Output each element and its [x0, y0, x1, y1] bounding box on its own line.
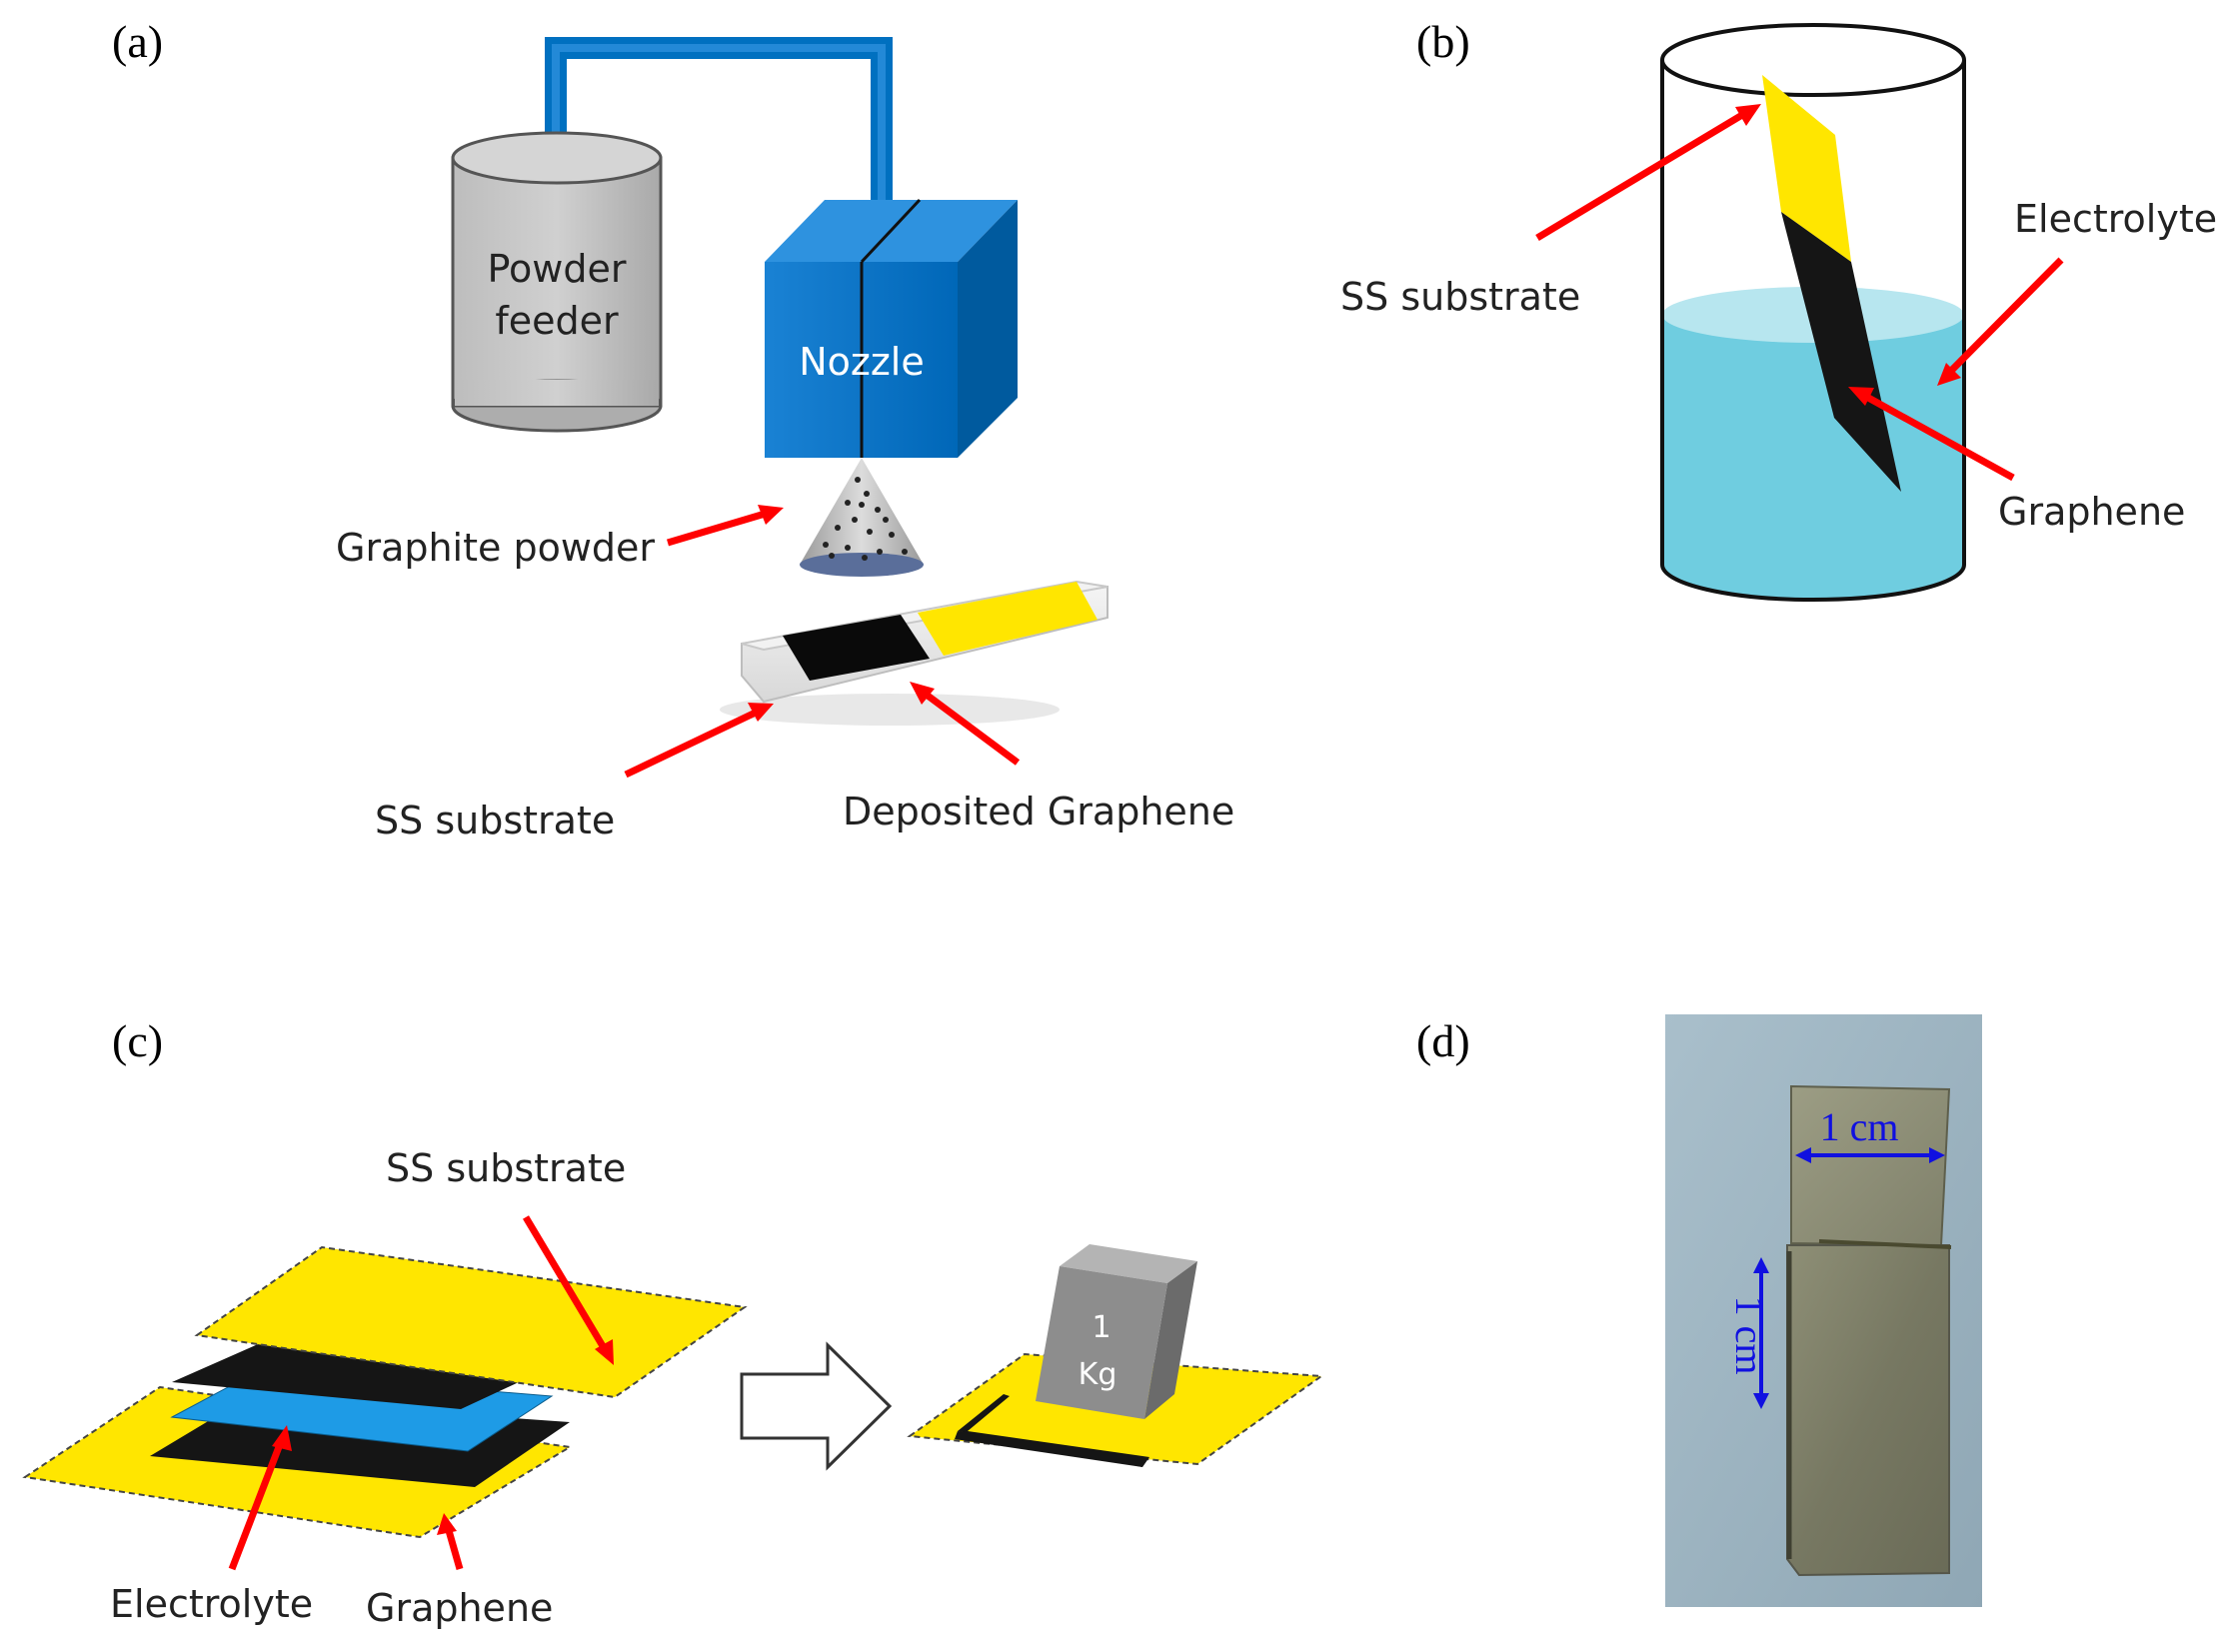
lower-plate	[1786, 1244, 1950, 1577]
panel-d: (d) 1 cm 1 cm	[1416, 1014, 1982, 1607]
electrode-strip	[1762, 75, 1901, 492]
nozzle-label: Nozzle	[799, 340, 925, 384]
weight-block: 1 Kg	[1036, 1244, 1197, 1419]
graphite-spray-cone	[800, 458, 924, 577]
panel-c-label: (c)	[112, 1015, 163, 1066]
nozzle: Nozzle	[765, 198, 1018, 458]
weight-label-1: 1	[1092, 1310, 1110, 1345]
height-dimension: 1 cm	[1727, 1257, 1772, 1409]
panel-a-label: (a)	[112, 16, 163, 67]
deposited-graphene-label: Deposited Graphene	[843, 790, 1234, 833]
electrolyte-arrow-c	[228, 1437, 286, 1571]
panel-b-label: (b)	[1416, 16, 1470, 67]
graphene-label-c: Graphene	[366, 1586, 553, 1630]
width-dimension-label: 1 cm	[1820, 1104, 1899, 1149]
panel-a: (a) Powder feeder Nozzle	[112, 16, 1234, 842]
ss-substrate-label-a: SS substrate	[375, 799, 615, 842]
panel-b: (b) SS substrate Electrolyte Graphene	[1340, 16, 2217, 602]
weight-label-2: Kg	[1079, 1357, 1117, 1392]
graphene-label-b: Graphene	[1998, 490, 2185, 534]
graphene-arrow-c	[444, 1526, 464, 1570]
ss-substrate-label-c: SS substrate	[386, 1146, 626, 1190]
panel-d-label: (d)	[1416, 1015, 1470, 1066]
ss-substrate-arrow-c	[522, 1215, 610, 1353]
graphite-powder-arrow	[667, 508, 773, 547]
substrate-slide	[720, 580, 1109, 726]
ss-substrate-arrow-a	[624, 706, 764, 779]
electrolyte-label-b: Electrolyte	[2014, 197, 2217, 241]
top-graphene-layer	[172, 1344, 547, 1409]
graphite-powder-label: Graphite powder	[336, 526, 655, 570]
powder-feeder-label-2: feeder	[495, 299, 619, 343]
powder-feeder: Powder feeder	[451, 131, 663, 433]
deposited-graphene-arrow	[917, 687, 1021, 766]
ss-substrate-label-b: SS substrate	[1340, 275, 1580, 319]
height-dimension-label: 1 cm	[1727, 1296, 1772, 1375]
ss-substrate-arrow-b	[1535, 108, 1749, 242]
electrolyte-label-c: Electrolyte	[110, 1582, 313, 1626]
powder-feeder-label-1: Powder	[487, 247, 626, 291]
electrolyte-arrow-b	[1944, 257, 2064, 378]
process-arrow	[740, 1341, 893, 1471]
graphene-arrow-b	[1859, 390, 2015, 482]
width-dimension: 1 cm	[1795, 1104, 1945, 1163]
panel-c: (c) SS substrate Electrolyte Graphene	[22, 1015, 1324, 1630]
